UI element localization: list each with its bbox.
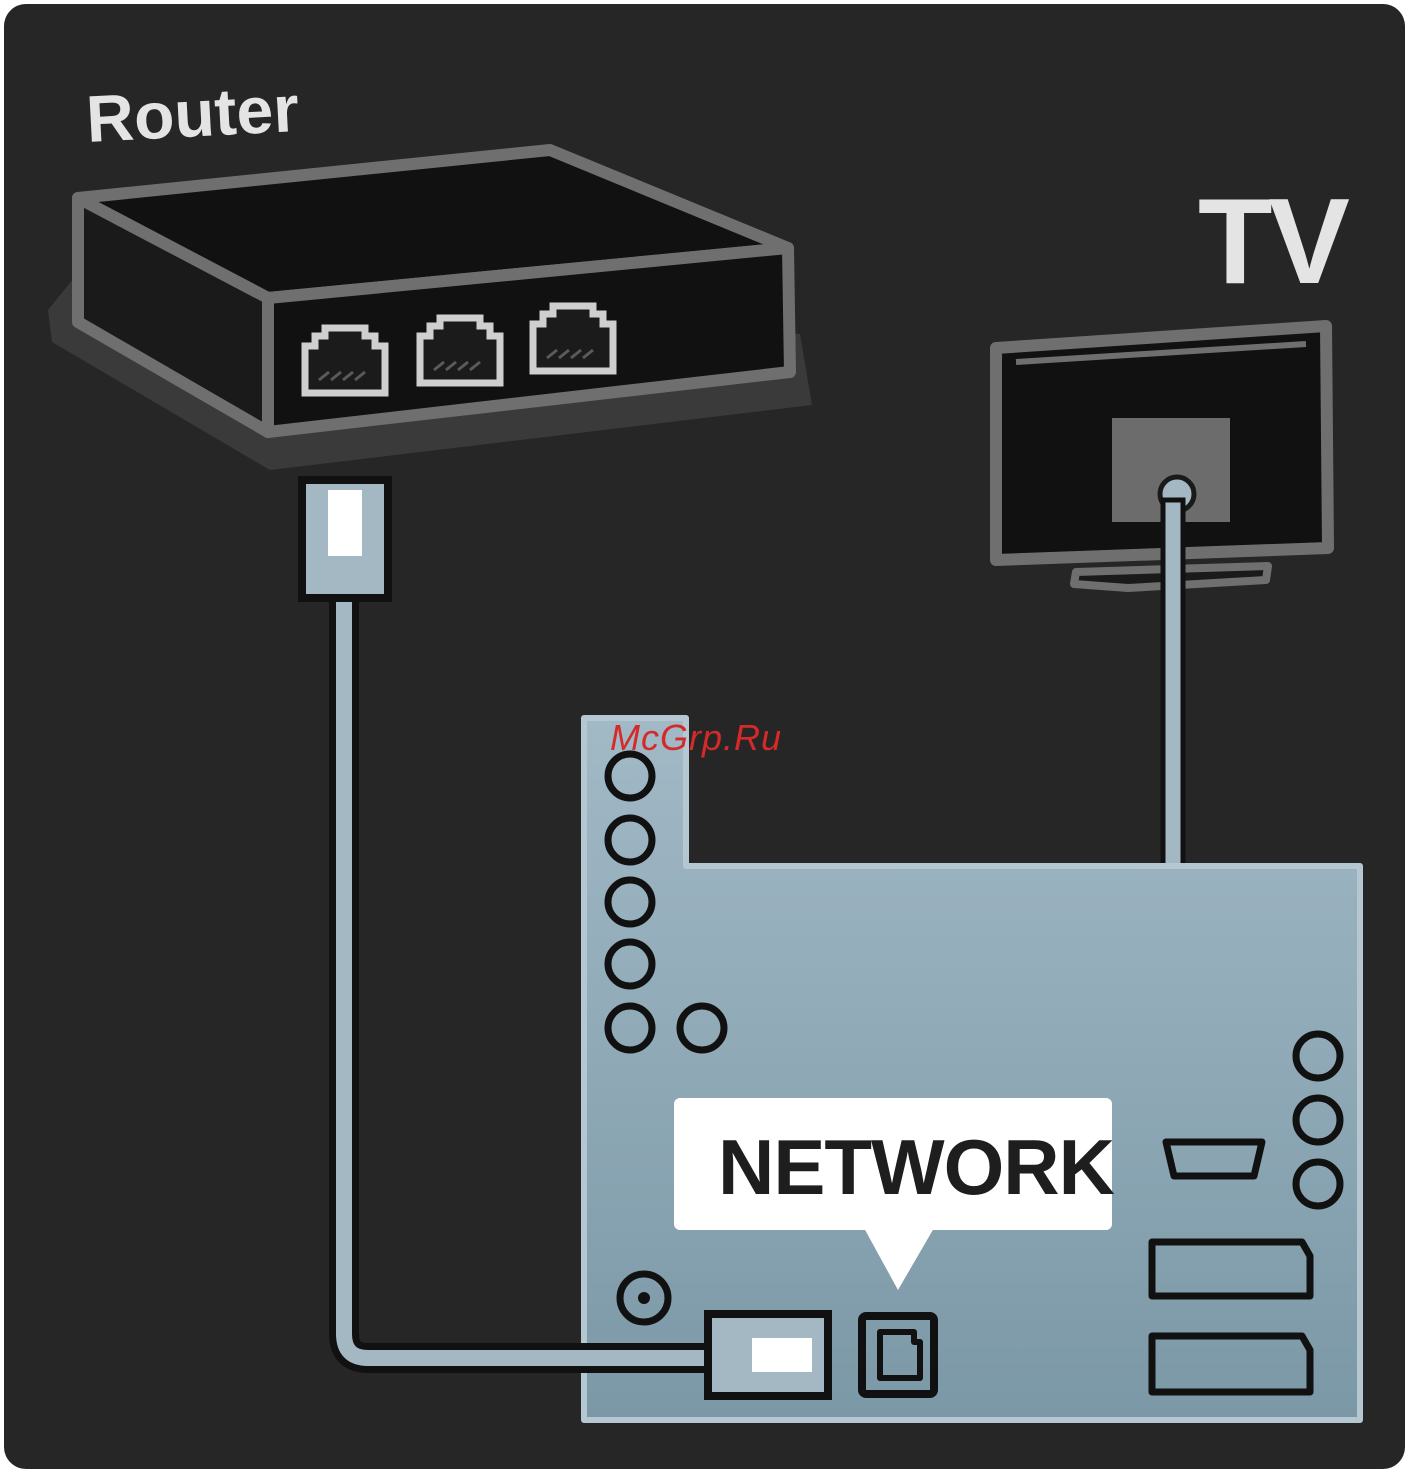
network-label: NETWORK <box>718 1128 1114 1206</box>
ethernet-plug-tv-end <box>708 1314 828 1396</box>
router-port-2 <box>420 318 500 383</box>
ethernet-plug-router-end <box>302 480 388 598</box>
router-label: Router <box>85 75 301 152</box>
watermark: McGrp.Ru <box>610 720 782 756</box>
router-port-1 <box>305 328 385 393</box>
tv-cable <box>1163 500 1183 880</box>
router-port-3 <box>533 306 613 371</box>
tv-label: TV <box>1198 180 1346 302</box>
